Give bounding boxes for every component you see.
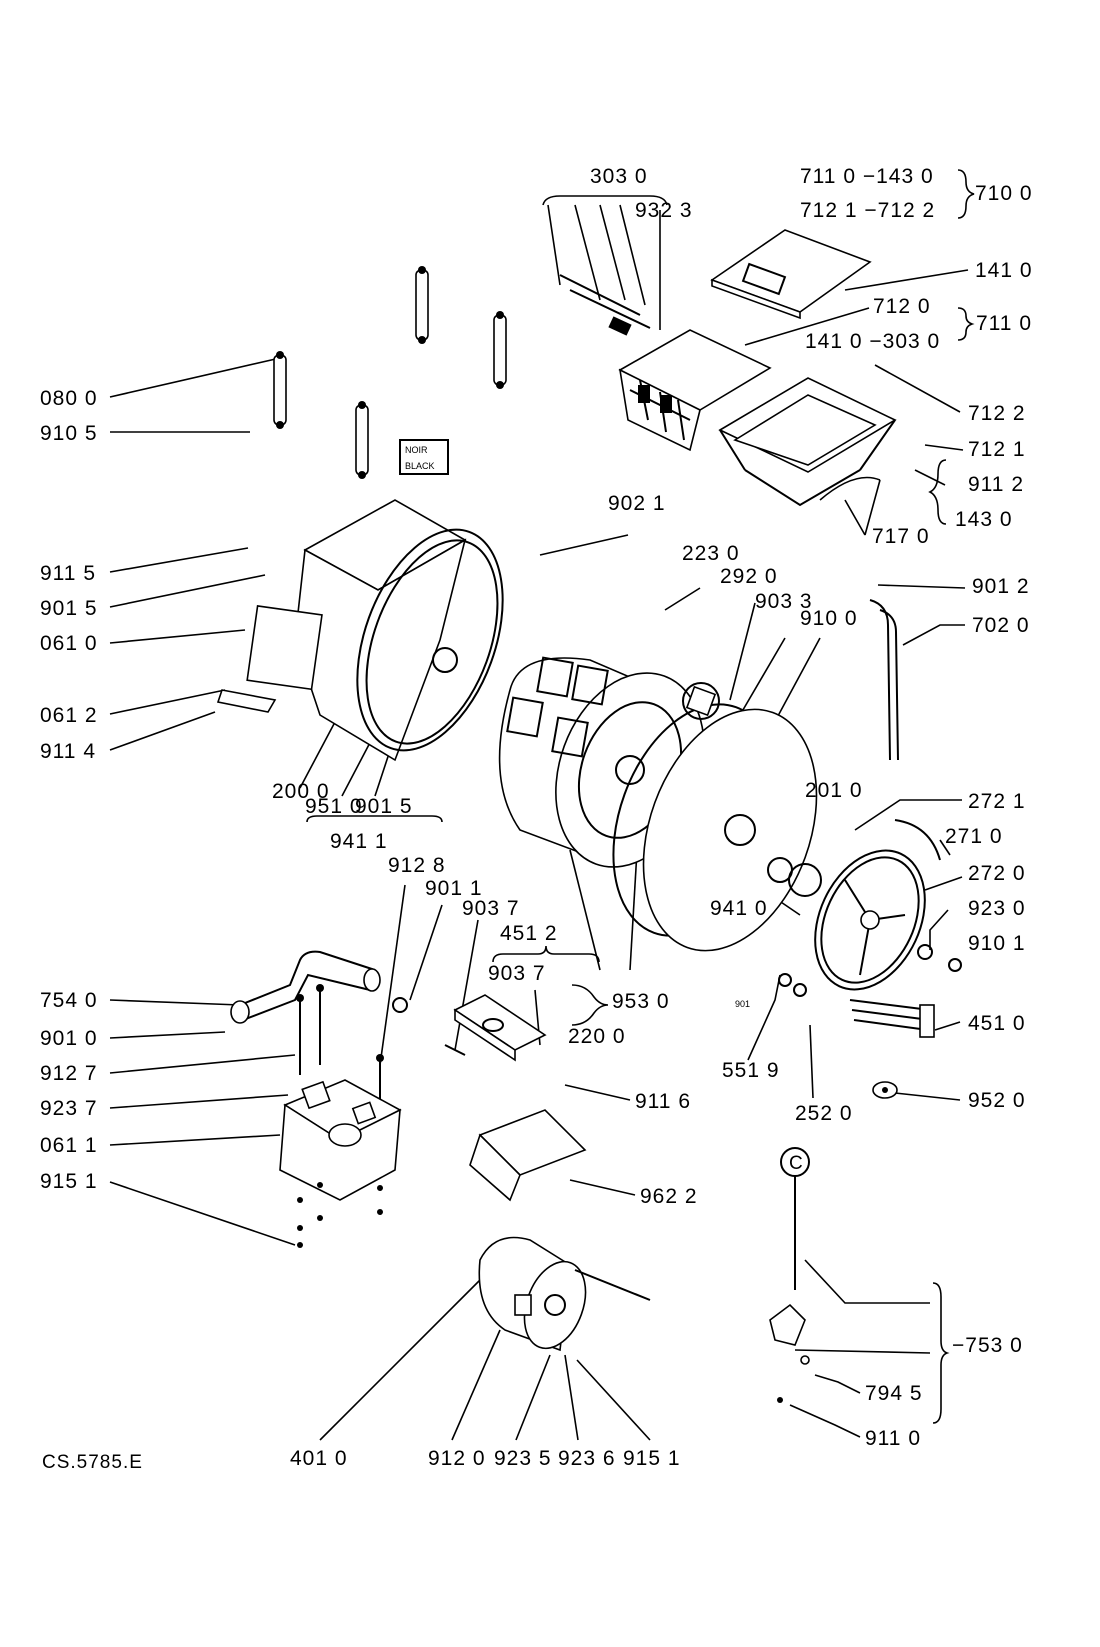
small-part-label: 901 bbox=[735, 999, 750, 1009]
part-label: 901 1 bbox=[425, 877, 483, 900]
part-label: 711 0 −143 0 bbox=[800, 165, 934, 188]
part-number-labels: 303 0 932 3 711 0 −143 0 712 1 −712 2 71… bbox=[40, 165, 1033, 1470]
part-label: 901 5 bbox=[355, 795, 413, 818]
part-label: 910 0 bbox=[800, 607, 858, 630]
part-label: 220 0 bbox=[568, 1025, 626, 1048]
part-label: −753 0 bbox=[952, 1334, 1023, 1357]
part-label: 717 0 bbox=[872, 525, 930, 548]
part-label: 712 2 bbox=[968, 402, 1026, 425]
part-label: 902 1 bbox=[608, 492, 666, 515]
heater-drawing bbox=[849, 999, 935, 1038]
part-label: 962 2 bbox=[640, 1185, 698, 1208]
suspension-springs-drawing bbox=[273, 266, 507, 479]
part-label: 923 6 bbox=[558, 1447, 616, 1470]
tub-front-drawing bbox=[612, 682, 822, 952]
part-label: 932 3 bbox=[635, 199, 693, 222]
part-label: 952 0 bbox=[968, 1089, 1026, 1112]
hose-drawing bbox=[869, 599, 899, 761]
pulley-drawing bbox=[814, 819, 941, 991]
part-label: 911 0 bbox=[865, 1427, 921, 1450]
part-label: 711 0 bbox=[976, 312, 1032, 335]
part-label: 080 0 bbox=[40, 387, 98, 410]
part-label: 903 3 bbox=[755, 590, 813, 613]
part-label: 252 0 bbox=[795, 1102, 853, 1125]
part-label: 915 1 bbox=[40, 1170, 98, 1193]
c-marker-label: C bbox=[789, 1153, 804, 1174]
pressure-switch-drawing: C bbox=[769, 1147, 810, 1403]
dispenser-housing-drawing bbox=[718, 377, 897, 507]
small-parts-drawing: 901 bbox=[392, 944, 962, 1013]
part-label: 923 5 bbox=[494, 1447, 552, 1470]
drum-drawing bbox=[498, 656, 705, 868]
part-label: 901 5 bbox=[40, 597, 98, 620]
part-label: 223 0 bbox=[682, 542, 740, 565]
part-label: 712 1 bbox=[968, 438, 1026, 461]
part-label: 923 0 bbox=[968, 897, 1026, 920]
noir-black-tag: NOIR BLACK bbox=[399, 439, 449, 475]
dispenser-lid-drawing bbox=[710, 229, 872, 320]
part-label: 941 0 bbox=[710, 897, 768, 920]
part-label: 271 0 bbox=[945, 825, 1003, 848]
part-label: 451 2 bbox=[500, 922, 558, 945]
washers-drawing bbox=[297, 1182, 383, 1248]
part-label: 910 1 bbox=[968, 932, 1026, 955]
part-label: 953 0 bbox=[612, 990, 670, 1013]
part-label: 910 5 bbox=[40, 422, 98, 445]
part-label: 754 0 bbox=[40, 989, 98, 1012]
siphon-drawing bbox=[559, 274, 651, 336]
part-label: 712 0 bbox=[873, 295, 931, 318]
part-label: 143 0 bbox=[955, 508, 1013, 531]
part-label: 915 1 bbox=[623, 1447, 681, 1470]
part-label: 061 2 bbox=[40, 704, 98, 727]
part-label: 912 8 bbox=[388, 854, 446, 877]
part-label: 141 0 −303 0 bbox=[805, 330, 940, 353]
part-label: 200 0 bbox=[272, 780, 330, 803]
outer-tub-drawing bbox=[216, 499, 504, 762]
heater-bracket-drawing bbox=[444, 994, 547, 1062]
part-label: 911 5 bbox=[40, 562, 96, 585]
part-label: 903 7 bbox=[462, 897, 520, 920]
part-label: 061 1 bbox=[40, 1134, 98, 1157]
part-label: 303 0 bbox=[590, 165, 648, 188]
part-label: 451 0 bbox=[968, 1012, 1026, 1035]
part-label: 401 0 bbox=[290, 1447, 348, 1470]
drain-screw-drawing bbox=[872, 1081, 898, 1099]
part-label: 901 2 bbox=[972, 575, 1030, 598]
drain-hose-drawing bbox=[230, 950, 381, 1024]
motor-drawing bbox=[478, 1236, 651, 1352]
part-label: 911 6 bbox=[635, 1090, 691, 1113]
part-label: 702 0 bbox=[972, 614, 1030, 637]
part-label: 272 0 bbox=[968, 862, 1026, 885]
part-label: 912 7 bbox=[40, 1062, 98, 1085]
noir-label: NOIR bbox=[405, 445, 428, 455]
part-label: 901 0 bbox=[40, 1027, 98, 1050]
black-label: BLACK bbox=[405, 461, 435, 471]
part-label: 923 7 bbox=[40, 1097, 98, 1120]
part-label: 912 0 bbox=[428, 1447, 486, 1470]
part-label: 911 4 bbox=[40, 740, 96, 763]
part-label: 951 0 bbox=[305, 795, 363, 818]
part-label: 201 0 bbox=[805, 779, 863, 802]
part-label: 794 5 bbox=[865, 1382, 923, 1405]
part-label: 551 9 bbox=[722, 1059, 780, 1082]
counterweight-drawing bbox=[279, 1079, 402, 1201]
part-label: 903 7 bbox=[488, 962, 546, 985]
part-label: 911 2 bbox=[968, 473, 1024, 496]
part-label: 061 0 bbox=[40, 632, 98, 655]
part-label: 292 0 bbox=[720, 565, 778, 588]
cover-plate-drawing bbox=[469, 1109, 587, 1202]
part-label: 712 1 −712 2 bbox=[800, 199, 935, 222]
part-label: 272 1 bbox=[968, 790, 1026, 813]
part-label: 941 1 bbox=[330, 830, 388, 853]
part-label: 141 0 bbox=[975, 259, 1033, 282]
part-label: 710 0 bbox=[975, 182, 1033, 205]
dispenser-drawer-drawing bbox=[618, 329, 772, 452]
drawing-reference: CS.5785.E bbox=[42, 1452, 143, 1473]
